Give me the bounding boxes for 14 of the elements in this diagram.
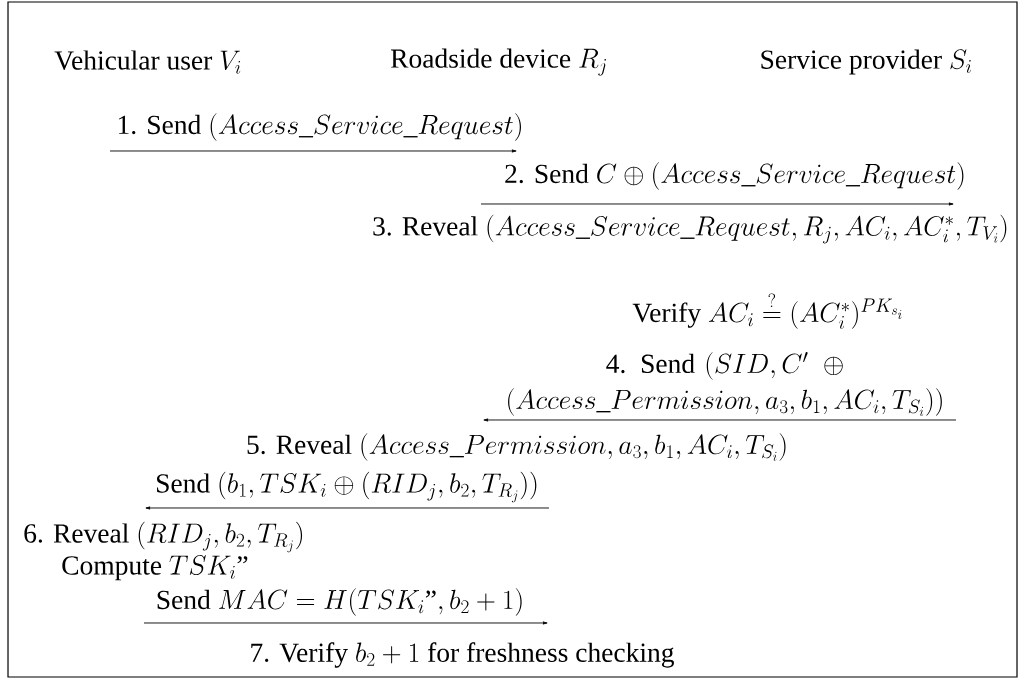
step-note: $\text{3. Reveal }(Access\_Service\_Request, R_j, AC_i, AC_i^*, T_{V_i})$ [373,214,1007,244]
step-note: $\text{7. Verify }b_2+1\text{ for freshness checking}$ [251,642,674,668]
step-note: $\text{6. Reveal }(RID_j, b_2, T_{R_j})$ [24,521,303,553]
participant-label: $\text{Vehicular user }V_i$ [54,50,241,74]
step-note: $\text{4. Send }(SID, C'\oplus(Access\_Permission, a_3, b_1, AC_i, T_{S_i}))$ [508,352,942,416]
step-note: $\text{Compute }TSK_i\text{”}$ [62,555,248,581]
step-note: $\text{Verify }AC_i \stackrel{?}{=} (AC_i^*)^{PK_{s_i}}$ [632,293,902,329]
step-note: $\text{Send }(b_1, TSK_i\oplus(RID_j, b_2, T_{R_j}))$ [157,471,537,503]
participant-label: $\text{Service provider }S_i$ [761,49,971,75]
step-note: $\text{1. Send }(Access\_Service\_Request)$ [118,113,521,141]
participant-label: $\text{Roadside device }R_j$ [390,48,606,76]
step-note: $\text{5. Reveal }(Access\_Permission, a_3, b_1, AC_i, T_{S_i})$ [247,433,786,461]
step-note: $\text{2. Send }C\oplus(Access\_Service\_Request)$ [505,162,964,190]
step-note: $\text{Send }MAC=H(TSK_i\text{”}, b_2+1)$ [157,588,522,616]
